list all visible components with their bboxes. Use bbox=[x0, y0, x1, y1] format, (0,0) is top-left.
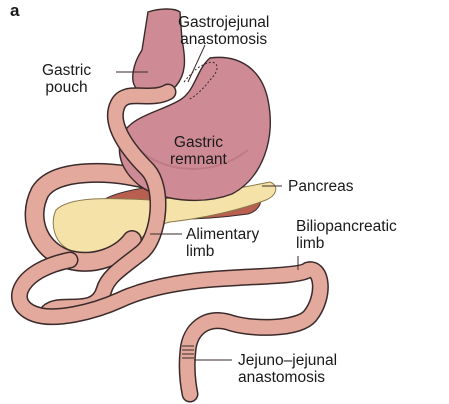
gastric-pouch bbox=[133, 9, 185, 95]
label-alimentary-limb: Alimentary limb bbox=[186, 226, 259, 260]
label-gastric-remnant: Gastric remnant bbox=[170, 134, 227, 168]
label-jejuno-jejunal-anastomosis: Jejuno–jejunal anastomosis bbox=[238, 352, 337, 386]
label-pancreas: Pancreas bbox=[288, 178, 353, 195]
panel-label: a bbox=[10, 2, 19, 19]
label-gastrojejunal-anastomosis: Gastrojejunal anastomosis bbox=[178, 14, 269, 48]
label-gastric-pouch: Gastric pouch bbox=[42, 62, 91, 96]
label-biliopancreatic-limb: Biliopancreatic limb bbox=[296, 218, 397, 252]
